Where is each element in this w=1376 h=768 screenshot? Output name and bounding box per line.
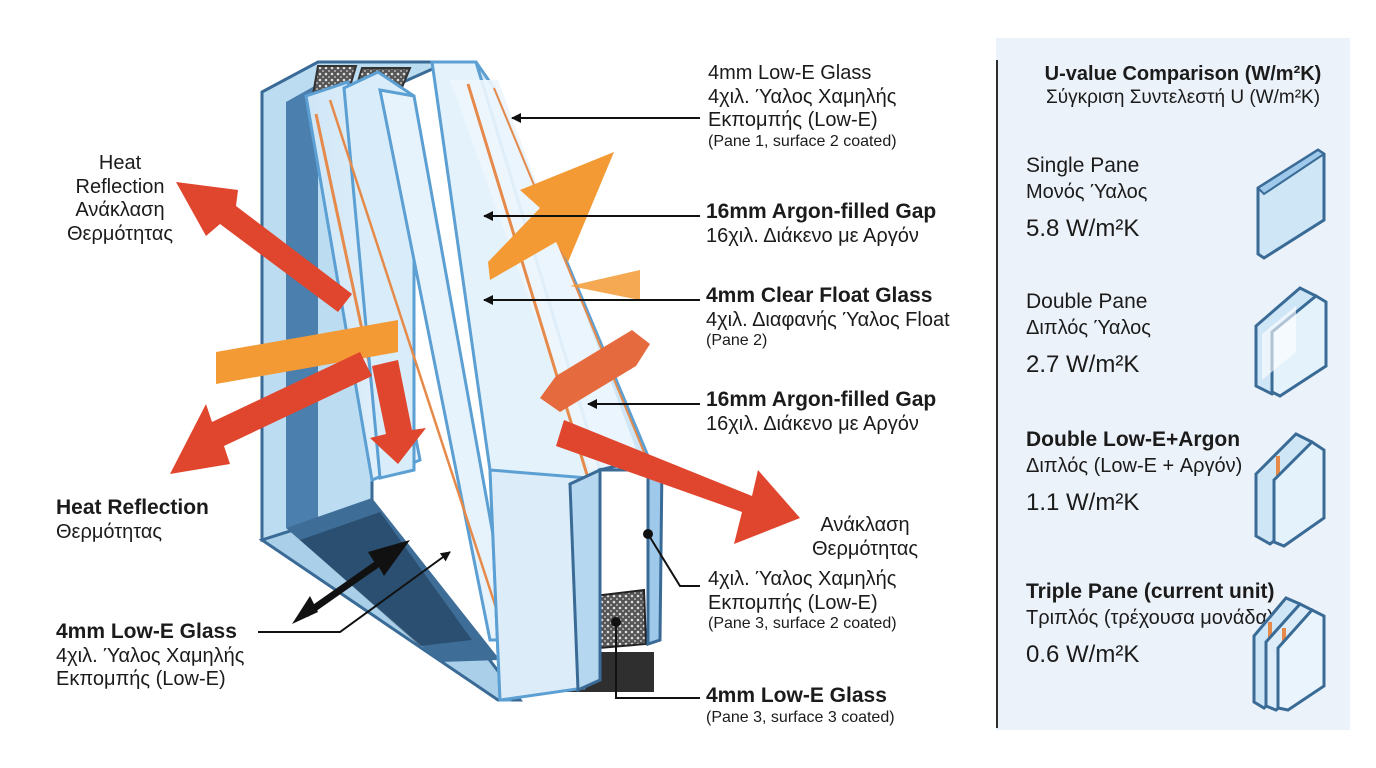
heat-arrows (170, 152, 800, 624)
label-gap-2: 16mm Argon-filled Gap 16χιλ. Διάκενο με … (706, 388, 937, 435)
label-lowe-bottom: 4mm Low-E Glass (Pane 3, surface 3 coate… (706, 684, 895, 726)
label-heat-reflection-right: Ανάκλαση Θερμότητας (811, 514, 919, 560)
option-double-lowe-argon: Double Low-E+Argon Διπλός (Low-E + Αργόν… (1026, 428, 1243, 517)
leader-lines (258, 113, 700, 699)
arrow-down (370, 360, 426, 464)
arrow-out-right (556, 420, 800, 544)
option-double-pane: Double Pane Διπλός Ύαλος 2.7 W/m²K (1026, 290, 1151, 379)
leader-lowe-mid (647, 533, 700, 587)
option-single-pane: Single Pane Μονός Ύαλος 5.8 W/m²K (1026, 154, 1148, 243)
single-pane-icon (1256, 148, 1326, 260)
label-lowe-left: 4mm Low-E Glass 4χιλ. Ύαλος Χαμηλής Εκπο… (56, 620, 245, 691)
leader-lowe-bottom (615, 622, 700, 699)
panel-subtitle: Σύγκριση Συντελεστή U (W/m²K) (1045, 87, 1321, 109)
option-triple-pane: Triple Pane (current unit) Τριπλός (τρέχ… (1026, 580, 1275, 669)
arrow-mid-right (540, 330, 650, 412)
arrow-orange-left (216, 320, 398, 384)
panel-header: U-value Comparison (W/m²K) Σύγκριση Συντ… (1016, 62, 1350, 110)
label-gap-1: 16mm Argon-filled Gap 16χιλ. Διάκενο με … (706, 200, 937, 247)
label-clear-float: 4mm Clear Float Glass 4χιλ. Διαφανής Ύαλ… (706, 284, 950, 350)
leader-lowe-left (258, 551, 451, 633)
arrow-low-left (170, 352, 372, 474)
double-lowe-argon-icon (1254, 432, 1326, 548)
triple-pane-icon (1252, 596, 1326, 712)
label-lowe-mid: 4χιλ. Ύαλος Χαμηλής Εκπομπής (Low-E) (Pa… (708, 568, 897, 633)
double-pane-icon (1254, 286, 1328, 398)
panel-divider (996, 60, 998, 728)
arrow-up-left (176, 182, 352, 312)
label-heat-reflection-bottom: Heat Reflection Θερμότητας (56, 496, 209, 543)
label-heat-reflection-left: Heat Reflection Ανάκλαση Θερμότητας (66, 152, 174, 245)
panel-title: U-value Comparison (W/m²K) (1044, 63, 1322, 85)
label-lowe-top: 4mm Low-E Glass 4χιλ. Ύαλος Χαμηλής Εκπο… (708, 62, 897, 150)
